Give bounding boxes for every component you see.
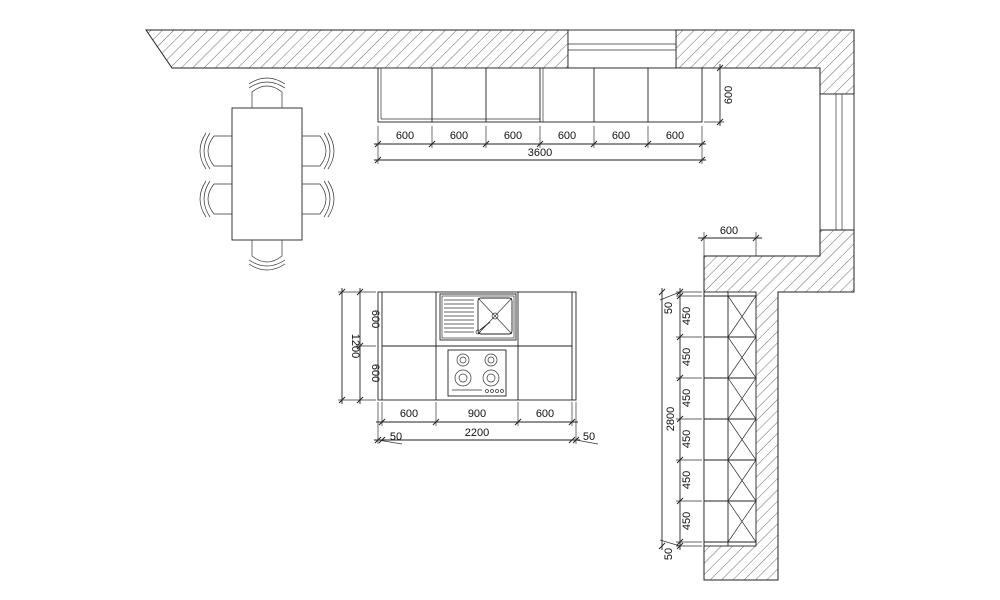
tall-end-top-dim: 50 [663,302,675,314]
tall-module-dim-6: 450 [681,512,693,530]
wall-unit-dim-2: 600 [450,130,468,142]
right-window [819,93,855,231]
chair-bottom [248,240,286,271]
island-overhang-right-dim: 50 [583,431,595,443]
wall-run-total-dim: 3600 [528,147,552,159]
sink-icon [439,293,517,341]
tall-unit-column [703,291,757,547]
island-total-width-dim: 2200 [465,427,489,439]
tall-unit-total-dim: 2800 [665,407,677,431]
island-depth-dim-1: 600 [369,310,381,328]
island-depth-total-dim: 1200 [349,334,361,358]
wall-cabinet-run [377,67,703,123]
kitchen-island [377,291,577,401]
wall-run-depth-dim: 600 [723,86,735,104]
chair-top [248,77,286,108]
wall-unit-dim-5: 600 [612,130,630,142]
tall-module-dim-5: 450 [681,471,693,489]
top-wall-right [675,29,855,95]
dining-set [199,77,335,271]
top-wall-left [145,29,569,69]
island-width-dim-3: 600 [536,408,554,420]
wall-unit-dim-1: 600 [396,130,414,142]
tall-module-dim-3: 450 [681,389,693,407]
wall-unit-dim-4: 600 [558,130,576,142]
wall-run-dimensions: 600 600 600 600 600 600 3600 600 [374,64,735,164]
return-wall-dimension: 600 [698,225,762,256]
chair-left-1 [199,132,232,170]
dining-table [231,107,303,241]
tall-module-dim-1: 450 [681,307,693,325]
tall-module-dim-4: 450 [681,430,693,448]
top-window [567,29,677,69]
return-wall-depth-dim: 600 [720,225,738,237]
chair-left-2 [199,180,232,218]
wine-rack-icon [727,295,757,543]
tall-end-bottom-dim: 50 [663,548,675,560]
wall-unit-dim-3: 600 [504,130,522,142]
island-dimensions: 600 900 600 2200 50 50 600 600 1200 [338,288,599,445]
island-overhang-left-dim: 50 [390,431,402,443]
island-width-dim-1: 600 [400,408,418,420]
island-width-dim-2: 900 [468,408,486,420]
cooktop-icon [447,349,507,397]
tall-unit-dimensions: 450 450 450 450 450 450 50 50 2800 [658,288,702,560]
tall-module-dim-2: 450 [681,348,693,366]
chair-right-1 [302,132,335,170]
island-depth-dim-2: 600 [369,364,381,382]
chair-right-2 [302,180,335,218]
wall-unit-dim-6: 600 [666,130,684,142]
